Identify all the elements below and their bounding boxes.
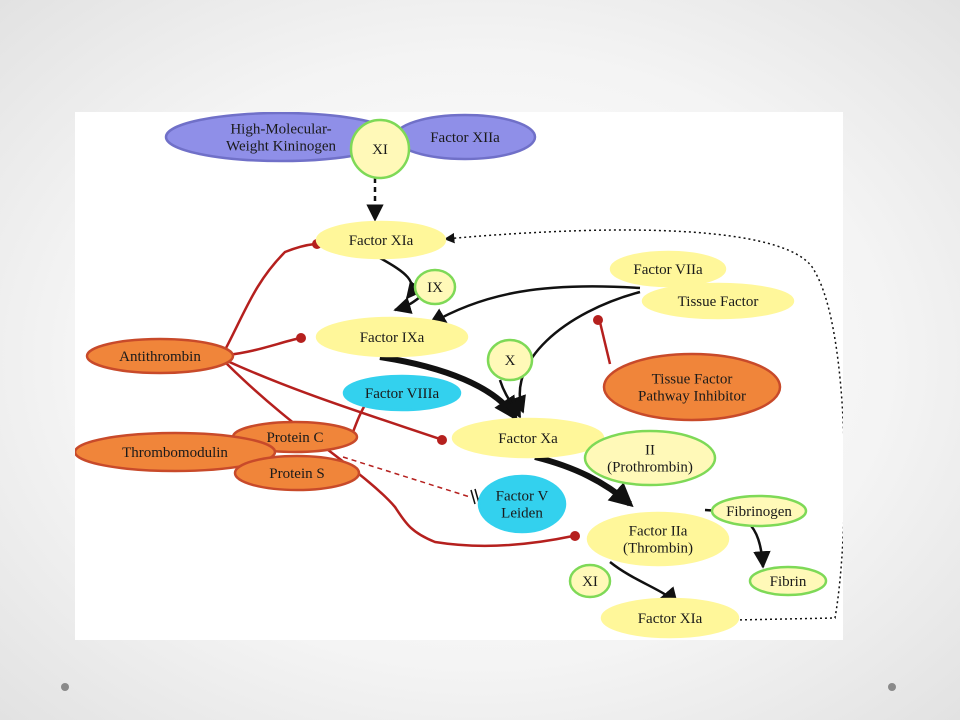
node-shape bbox=[233, 454, 361, 492]
edge-xa-to-thrombin bbox=[534, 454, 634, 508]
node-shape bbox=[315, 316, 469, 358]
node-label: Tissue Factor bbox=[652, 372, 733, 388]
node-label: Factor IXa bbox=[360, 330, 425, 346]
edge-ix-to-ixa bbox=[393, 296, 421, 314]
node-xi-bottom: XI bbox=[568, 563, 612, 599]
node-label: Factor XIIa bbox=[430, 130, 500, 146]
node-shape bbox=[85, 337, 235, 375]
node-viia: Factor VIIa bbox=[609, 250, 727, 288]
inhibit-tfpi-tf bbox=[597, 317, 612, 365]
node-label: XI bbox=[582, 574, 598, 590]
node-label: Weight Kininogen bbox=[226, 139, 337, 155]
node-label: X bbox=[505, 353, 516, 369]
node-label: Factor VIIIa bbox=[365, 386, 440, 402]
node-xiia: Factor XIIa bbox=[393, 113, 537, 161]
node-shape bbox=[710, 494, 808, 528]
node-shape bbox=[602, 352, 782, 422]
node-ix: IX bbox=[413, 268, 457, 306]
node-thrombomodulin: Thrombomodulin bbox=[75, 431, 277, 473]
node-viiia: Factor VIIIa bbox=[342, 374, 462, 412]
node-shape bbox=[748, 565, 828, 597]
node-proteins: Protein S bbox=[233, 454, 361, 492]
node-thrombin: Factor IIa(Thrombin) bbox=[586, 511, 730, 567]
node-shape bbox=[609, 250, 727, 288]
node-label: (Prothrombin) bbox=[607, 460, 693, 476]
node-fibrinogen: Fibrinogen bbox=[710, 494, 808, 528]
node-label: Fibrinogen bbox=[726, 504, 792, 520]
inhibit-proteins-fvleiden-dashed bbox=[342, 456, 471, 498]
node-label: Antithrombin bbox=[119, 349, 201, 365]
node-tf: Tissue Factor bbox=[641, 282, 795, 320]
edge-xia-to-ix bbox=[379, 256, 424, 300]
node-shape bbox=[486, 338, 534, 382]
node-label: IX bbox=[427, 280, 443, 296]
node-label: Factor IIa bbox=[629, 524, 688, 540]
node-shape bbox=[75, 431, 277, 473]
node-label: Factor VIIa bbox=[633, 262, 703, 278]
node-label: Leiden bbox=[501, 506, 543, 522]
node-shape bbox=[315, 220, 447, 260]
inhibit-end-xa bbox=[437, 435, 447, 445]
node-label: II bbox=[645, 443, 655, 459]
edge-x-to-xa bbox=[498, 379, 522, 419]
node-shape bbox=[641, 282, 795, 320]
inhibit-bar-fvleiden bbox=[470, 488, 480, 505]
node-label: XI bbox=[372, 142, 388, 158]
node-shape bbox=[600, 597, 740, 639]
activation-edges bbox=[366, 178, 843, 621]
node-shape bbox=[568, 563, 612, 599]
node-x: X bbox=[486, 338, 534, 382]
node-label: (Thrombin) bbox=[623, 541, 693, 557]
edge-tf-to-xa bbox=[509, 290, 641, 414]
node-shape bbox=[413, 268, 457, 306]
node-fibrin: Fibrin bbox=[748, 565, 828, 597]
node-prothrombin: II(Prothrombin) bbox=[583, 429, 717, 487]
node-xi-top: XI bbox=[349, 118, 411, 180]
inhibit-end-ixa bbox=[296, 333, 306, 343]
node-xa: Factor Xa bbox=[451, 417, 605, 459]
inhibit-end-thrombin bbox=[570, 531, 580, 541]
node-label: Tissue Factor bbox=[678, 294, 759, 310]
edge-feedback-dotted bbox=[443, 229, 843, 621]
node-shape bbox=[349, 118, 411, 180]
node-label: Pathway Inhibitor bbox=[638, 389, 746, 405]
inhibit-antithrombin-xia bbox=[223, 242, 316, 351]
node-label: Protein C bbox=[266, 430, 323, 446]
edge-thrombin-to-xia bbox=[609, 561, 679, 606]
node-ixa: Factor IXa bbox=[315, 316, 469, 358]
slide-bullet-right bbox=[888, 683, 896, 691]
node-label: Protein S bbox=[269, 466, 324, 482]
node-label: Factor XIa bbox=[638, 611, 703, 627]
node-shape bbox=[477, 474, 567, 534]
inhibit-end-tf bbox=[593, 315, 603, 325]
inhibit-antithrombin-xa bbox=[224, 358, 441, 441]
node-xia-bottom: Factor XIa bbox=[600, 597, 740, 639]
node-label: Thrombomodulin bbox=[122, 445, 228, 461]
edge-tf-to-ixa bbox=[428, 285, 641, 326]
slide-bullet-left bbox=[61, 683, 69, 691]
node-label: Factor Xa bbox=[498, 431, 558, 447]
node-shape bbox=[586, 511, 730, 567]
inhibit-antithrombin-ixa bbox=[226, 336, 301, 357]
node-label: Fibrin bbox=[770, 574, 807, 590]
node-shape bbox=[583, 429, 717, 487]
node-hmwk: High-Molecular-Weight Kininogen bbox=[164, 112, 398, 163]
node-label: Factor XIa bbox=[349, 233, 414, 249]
node-shape bbox=[342, 374, 462, 412]
node-label: Factor V bbox=[496, 489, 549, 505]
node-label: High-Molecular- bbox=[230, 122, 331, 138]
node-antithrombin: Antithrombin bbox=[85, 337, 235, 375]
node-xia-top: Factor XIa bbox=[315, 220, 447, 260]
